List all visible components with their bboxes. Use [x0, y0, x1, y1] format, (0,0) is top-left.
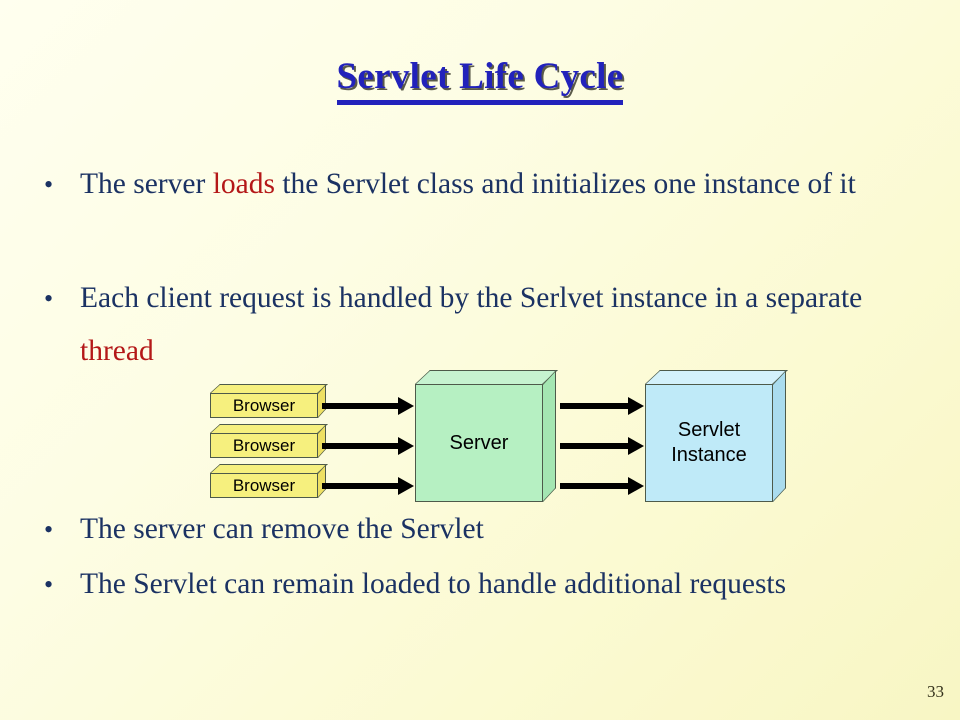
arrow-browser2-to-server — [322, 436, 414, 455]
servlet-lifecycle-diagram: Browser Browser Browser Server — [190, 362, 810, 507]
bullet-marker: • — [44, 570, 54, 599]
browser-box-1: Browser — [210, 384, 330, 418]
servlet-instance-box-side-face — [773, 370, 786, 502]
arrow-server-to-servlet-1 — [560, 396, 644, 415]
bullet-2-highlight: thread — [80, 335, 154, 367]
browser-box-3-front-face — [210, 473, 318, 498]
bullet-marker: • — [44, 515, 54, 544]
browser-box-2-top-face — [210, 424, 328, 433]
bullet-marker: • — [44, 170, 54, 199]
bullet-item-2: • Each client request is handled by the … — [44, 272, 924, 378]
bullet-text-2: Each client request is handled by the Se… — [80, 272, 924, 378]
browser-box-1-front-face — [210, 393, 318, 418]
arrow-server-to-servlet-2 — [560, 436, 644, 455]
bullet-marker: • — [44, 284, 54, 313]
title-block: Servlet Life Cycle — [0, 57, 960, 105]
bullet-text-1: The server loads the Servlet class and i… — [80, 158, 924, 211]
bullet-2-pre: Each client request is handled by the Se… — [80, 282, 863, 314]
browser-box-3-top-face — [210, 464, 328, 473]
browser-box-2: Browser — [210, 424, 330, 458]
server-box-top-face — [415, 370, 559, 384]
bullet-item-4: • The Servlet can remain loaded to handl… — [44, 558, 924, 611]
servlet-instance-box: Servlet Instance — [645, 370, 795, 502]
bullet-1-post: the Servlet class and initializes one in… — [274, 168, 856, 200]
bullet-item-3: • The server can remove the Servlet — [44, 503, 924, 556]
server-box-side-face — [543, 370, 556, 502]
arrow-browser3-to-server — [322, 476, 414, 495]
page-title: Servlet Life Cycle — [336, 57, 624, 105]
servlet-instance-box-front-face — [645, 384, 773, 502]
arrow-server-to-servlet-3 — [560, 476, 644, 495]
bullet-1-pre: The server — [80, 168, 213, 200]
browser-box-1-top-face — [210, 384, 328, 393]
browser-box-3: Browser — [210, 464, 330, 498]
arrow-browser1-to-server — [322, 396, 414, 415]
servlet-instance-box-top-face — [645, 370, 789, 384]
browser-box-2-front-face — [210, 433, 318, 458]
bullet-item-1: • The server loads the Servlet class and… — [44, 158, 924, 211]
bullet-1-highlight: loads — [212, 168, 275, 200]
page-number: 33 — [927, 682, 944, 701]
server-box-front-face — [415, 384, 543, 502]
server-box: Server — [415, 370, 560, 502]
bullet-text-4: The Servlet can remain loaded to handle … — [80, 568, 787, 600]
bullet-text-3: The server can remove the Servlet — [80, 513, 484, 545]
